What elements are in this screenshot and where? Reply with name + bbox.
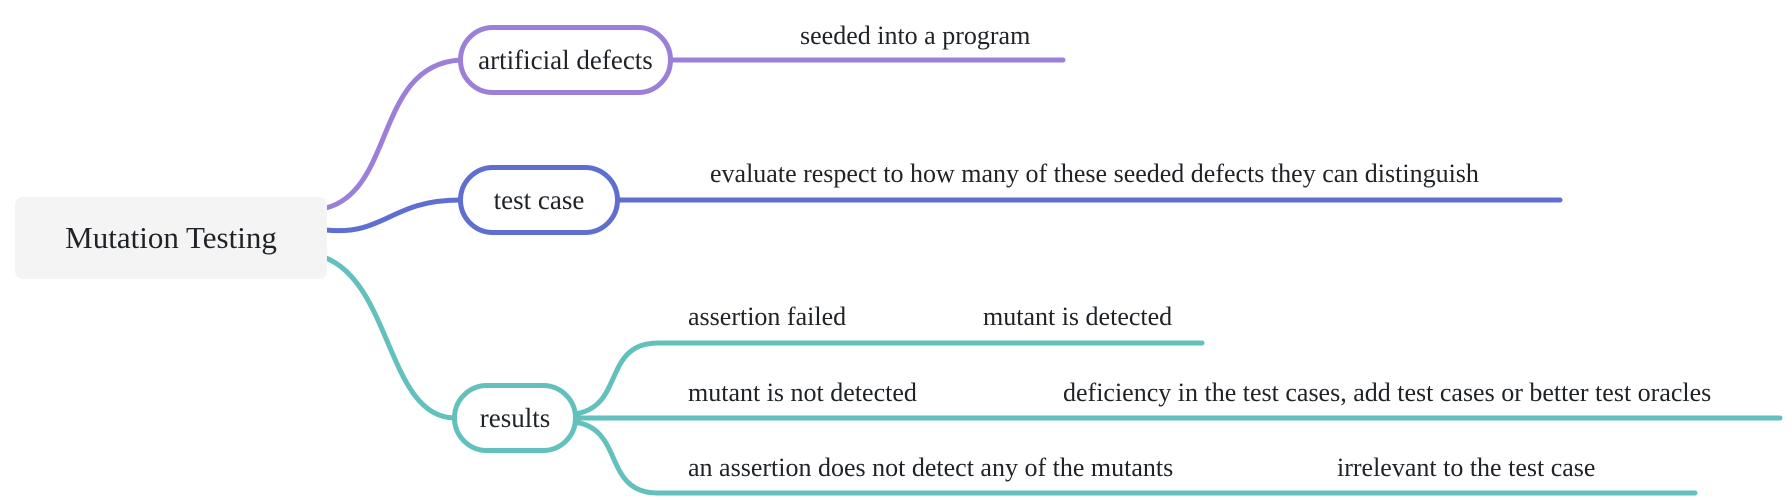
result-outcome-test-case-deficiency[interactable]: deficiency in the test cases, add test c…: [1063, 378, 1712, 407]
node-test-case-label: test case: [493, 184, 585, 215]
note-evaluate-seeded-defects[interactable]: evaluate respect to how many of these se…: [710, 159, 1479, 188]
node-test-case[interactable]: test case: [458, 165, 620, 235]
result-condition-mutant-not-detected[interactable]: mutant is not detected: [688, 378, 917, 407]
node-artificial-defects-label: artificial defects: [478, 44, 653, 75]
result-condition-assertion-failed[interactable]: assertion failed: [688, 302, 847, 331]
connector-results-child-1: [571, 340, 1205, 417]
note-seeded-into-a-program[interactable]: seeded into a program: [800, 21, 1031, 50]
connector-results-child-3: [571, 419, 1698, 496]
node-mutation-testing[interactable]: Mutation Testing: [15, 197, 327, 279]
node-mutation-testing-label: Mutation Testing: [65, 220, 277, 255]
result-outcome-mutant-detected[interactable]: mutant is detected: [983, 302, 1173, 331]
node-results-label: results: [479, 402, 551, 433]
connector-root-to-artificial-defects: [323, 57, 463, 211]
node-artificial-defects[interactable]: artificial defects: [458, 25, 673, 95]
node-results[interactable]: results: [452, 383, 578, 453]
connector-root-to-test-case: [323, 197, 463, 234]
result-condition-no-assertion-detects[interactable]: an assertion does not detect any of the …: [688, 453, 1174, 482]
connector-root-to-results: [323, 255, 458, 421]
result-outcome-irrelevant[interactable]: irrelevant to the test case: [1337, 453, 1596, 482]
